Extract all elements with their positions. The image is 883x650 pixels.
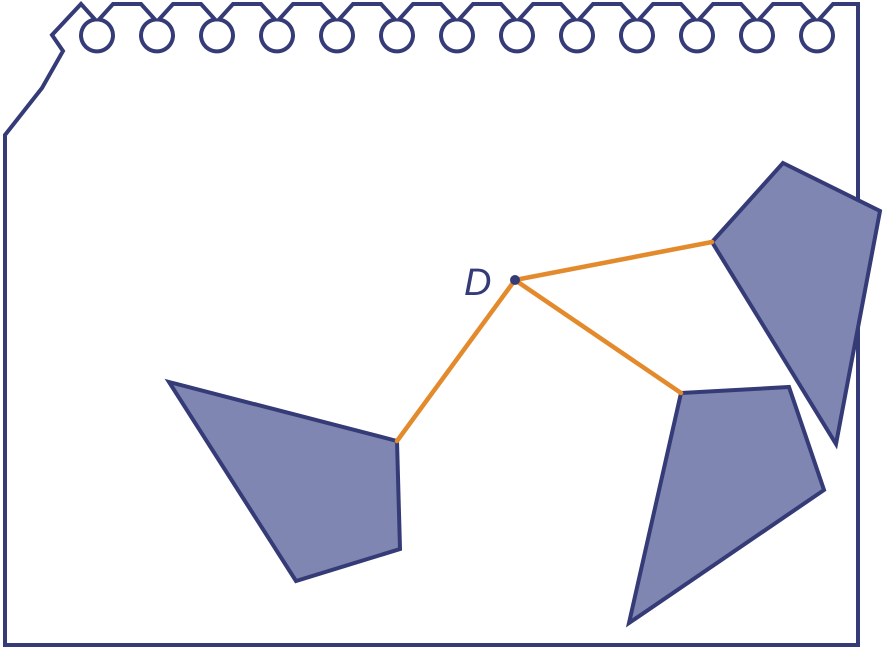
left-quadrilateral [164,378,403,584]
segment-d-to-lower-right-shape [512,277,684,396]
point-d [510,275,520,285]
segment-d-to-upper-right-shape [512,239,715,283]
upper-right-quadrilateral [709,160,883,450]
notebook-page-outline [3,1,860,647]
point-d-label: D [464,262,491,304]
segment-d-to-left-shape [394,277,518,444]
lower-right-quadrilateral [625,384,827,628]
